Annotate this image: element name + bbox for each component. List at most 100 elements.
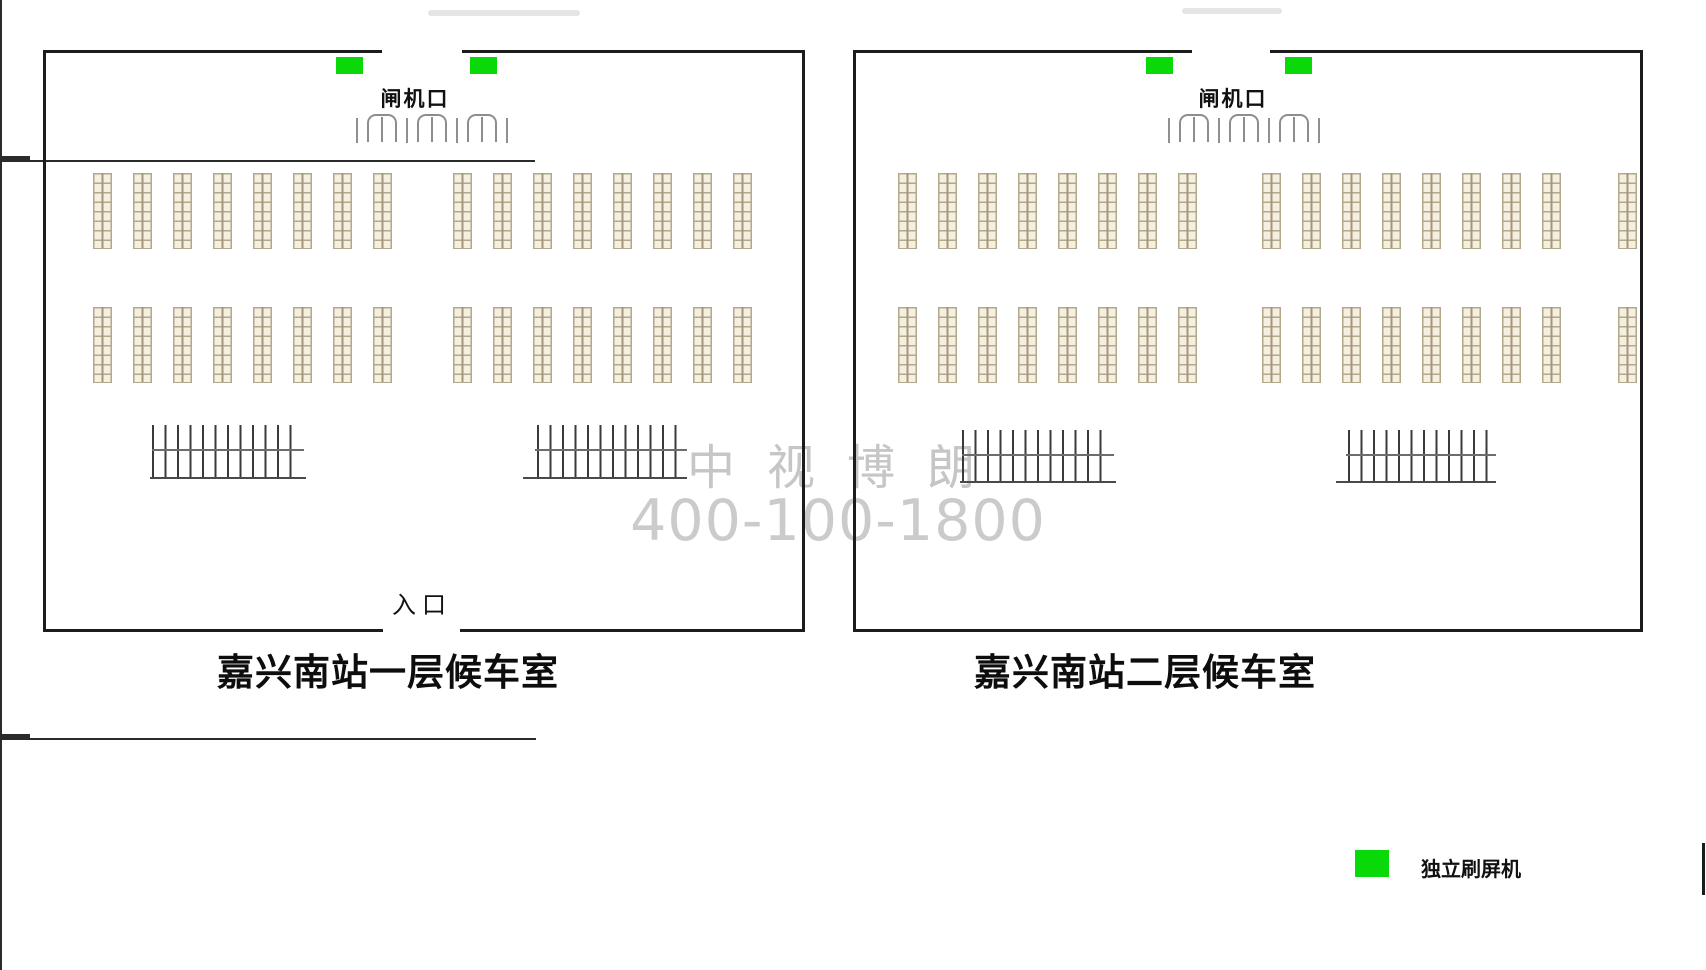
seat-bench <box>173 173 192 249</box>
seat-bench <box>333 173 352 249</box>
caption-floor1: 嘉兴南站一层候车室 <box>217 651 559 694</box>
turnstile-post-icon <box>506 118 508 143</box>
seat-bench <box>1262 173 1281 249</box>
seat-bench <box>1422 307 1441 383</box>
turnstile-gate-icon <box>367 114 397 142</box>
seat-bench <box>333 307 352 383</box>
seat-bench <box>1138 173 1157 249</box>
seat-bench <box>453 173 472 249</box>
inner-hall-top-wall <box>0 160 535 162</box>
seat-bench <box>1342 307 1361 383</box>
seat-bench <box>938 173 957 249</box>
seat-bench <box>733 173 752 249</box>
wall-top-right <box>1270 50 1643 53</box>
seat-bench <box>93 173 112 249</box>
turnstile-post-icon <box>1318 118 1320 143</box>
wall-top-left <box>853 50 1192 53</box>
seat-bench <box>1382 173 1401 249</box>
seat-bench <box>693 307 712 383</box>
seat-bench <box>1422 173 1441 249</box>
seat-bench <box>898 307 917 383</box>
stairs-right-baseline <box>1336 481 1496 483</box>
seat-bench <box>1058 307 1077 383</box>
gate-entrance-label: 闸机口 <box>1198 87 1268 111</box>
inner-hall-right-wall <box>0 370 2 578</box>
seat-bench <box>613 307 632 383</box>
turnstile-gate-icon <box>467 114 497 142</box>
seat-bench <box>573 173 592 249</box>
seat-bench <box>1138 307 1157 383</box>
screen-machine-marker <box>470 57 497 74</box>
inner-hall-left-wall <box>0 162 2 370</box>
seat-bench <box>1178 173 1197 249</box>
caption-floor2: 嘉兴南站二层候车室 <box>974 651 1316 694</box>
gate-recess-ledge-right <box>0 736 30 738</box>
seat-bench <box>653 307 672 383</box>
seat-bench <box>93 307 112 383</box>
stairs-right-midline <box>535 449 687 451</box>
inner-hall-right-wall <box>0 840 2 970</box>
seat-bench <box>493 307 512 383</box>
seat-bench <box>293 307 312 383</box>
seat-bench <box>573 307 592 383</box>
stairs-left-midline <box>962 454 1114 456</box>
seat-bench <box>613 173 632 249</box>
seat-bench <box>493 173 512 249</box>
seat-bench <box>1462 307 1481 383</box>
wall-top-right <box>462 50 805 53</box>
seat-bench <box>453 307 472 383</box>
seat-bench <box>1542 173 1561 249</box>
seat-bench <box>533 307 552 383</box>
seat-bench <box>898 173 917 249</box>
page-edge-line <box>1702 843 1705 895</box>
wall-right <box>1640 50 1643 632</box>
turnstile-row <box>356 114 508 147</box>
scan-artifact <box>1182 8 1282 14</box>
seat-bench <box>1262 307 1281 383</box>
stairs-left <box>152 425 302 477</box>
stairs-right <box>537 425 687 477</box>
seat-bench <box>1302 173 1321 249</box>
seat-bench <box>1462 173 1481 249</box>
seat-bench <box>1542 307 1561 383</box>
inner-hall-top-wall <box>0 738 536 740</box>
turnstile-post-icon <box>1268 118 1270 143</box>
seat-bench <box>1342 173 1361 249</box>
turnstile-post-icon <box>456 118 458 143</box>
stairs-right <box>1348 430 1496 481</box>
entrance-label: 入口 <box>392 591 452 619</box>
turnstile-gate-icon <box>1229 114 1259 142</box>
seat-bench <box>533 173 552 249</box>
legend-swatch <box>1355 850 1389 877</box>
turnstile-row <box>1168 114 1320 147</box>
seat-bench <box>1382 307 1401 383</box>
turnstile-gate-icon <box>1179 114 1209 142</box>
plan-floor2: 闸机口 嘉兴南站二层候车室 <box>0 50 1706 970</box>
seat-bench <box>373 173 392 249</box>
watermark-phone: 400-100-1800 <box>630 488 1046 554</box>
turnstile-post-icon <box>1168 118 1170 143</box>
plan-floor1: 闸机口 入口 嘉兴南站一层候车室 <box>0 0 805 694</box>
turnstile-gate-icon <box>1279 114 1309 142</box>
seat-bench <box>938 307 957 383</box>
stairs-right-baseline <box>523 477 687 479</box>
wall-left <box>853 50 856 632</box>
watermark-brand: 中视博朗 <box>686 440 1007 496</box>
stairs-right-midline <box>1346 454 1496 456</box>
seat-bench <box>1178 307 1197 383</box>
seat-bench <box>213 307 232 383</box>
seat-bench <box>1018 173 1037 249</box>
seat-bench <box>978 307 997 383</box>
seat-bench <box>693 173 712 249</box>
wall-bottom-left <box>43 629 383 632</box>
screen-machine-marker <box>336 57 363 74</box>
stairs-left <box>962 430 1112 481</box>
seat-bench <box>1502 173 1521 249</box>
seat-bench <box>1098 307 1117 383</box>
stairs-left-baseline <box>960 481 1116 483</box>
wall-right <box>802 50 805 632</box>
seat-bench <box>373 307 392 383</box>
gate-recess-wall-right <box>0 656 2 734</box>
gate-recess-ledge-left <box>0 734 30 736</box>
seat-bench <box>733 307 752 383</box>
